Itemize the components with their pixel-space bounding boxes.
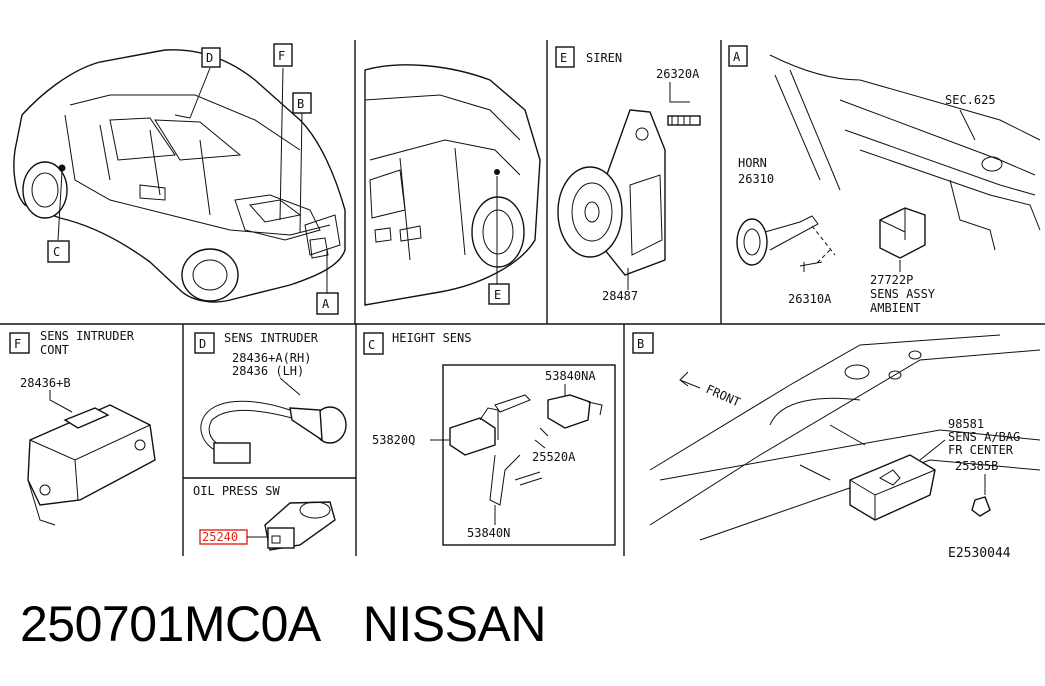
intruder-control-unit [27,404,156,506]
panel-d-letter-box [194,332,215,354]
panel-oil-press-switch: OIL PRESS SW 25240 [193,484,336,551]
intruder-sensor-connector [213,442,251,464]
front-arrow-label: FRONT [704,382,743,409]
panel-intruder-control: F SENS INTRUDER CONT 28436+B [9,329,156,526]
svg-text:D: D [206,51,213,65]
svg-text:A: A [322,297,330,311]
overview-callout-b: B [292,92,312,114]
intruder-control-part: 28436+B [20,376,71,390]
svg-text:B: B [297,97,304,111]
height-sensor-part-2: 53820Q [372,433,415,447]
panel-f-letter-box [9,332,30,354]
overview-callout-f: F [273,43,293,67]
airbag-sensor-label-1: SENS A/BAG [948,430,1020,444]
svg-text:C: C [53,245,60,259]
height-sensor-part-3: 25520A [532,450,576,464]
ambient-sensor [879,207,926,259]
ambient-sensor-label-1: SENS ASSY [870,287,936,301]
oil-press-part: 25240 [202,530,238,544]
panel-f-title-2: CONT [40,343,69,357]
panel-horn: A SEC.625 HORN 26310 26310A 27722P SENS … [728,45,1041,315]
panel-siren: E SIREN 26320A 28487 [555,46,701,303]
panel-c-letter: C [368,338,375,352]
oil-press-title: OIL PRESS SW [193,484,280,498]
figure-code: E2530044 [948,546,1011,560]
overview-callout-a: A [316,292,339,315]
intruder-sensor-part-rh: 28436+A(RH) [232,351,311,365]
panel-e-letter: E [560,51,567,65]
airbag-nut-part: 25385B [955,459,998,473]
panel-height-sensor: C HEIGHT SENS 53840NA 53820Q 25520A 5384… [363,331,616,546]
brand-name: NISSAN [362,596,547,652]
panel-f-letter: F [14,337,21,351]
siren-part: 28487 [602,289,638,303]
sec-label: SEC.625 [945,93,996,107]
part-number: 250701MC0A [20,596,321,652]
horn-part: 26310 [738,172,774,186]
panel-e-title: SIREN [586,51,622,65]
part-caption: 250701MC0A NISSAN [20,595,546,653]
side-callout-e: E [488,283,510,305]
parts-diagram: D F B C A E E SIREN 26320A [0,40,1045,560]
horn [736,218,768,266]
airbag-sensor-part: 98581 [948,417,984,431]
height-sensor-part-1: 53840NA [545,369,596,383]
panel-a-letter-box [728,45,748,67]
svg-text:E: E [494,288,501,302]
vehicle-side-drawing [364,64,541,306]
panel-airbag-sensor: B FRONT 98581 SENS A/BAG FR CENTER 25385… [632,332,1041,541]
overview-callout-d: D [201,47,221,68]
panel-intruder-sensor: D SENS INTRUDER 28436+A(RH) 28436 (LH) [194,331,347,464]
ambient-sensor-part: 27722P [870,273,913,287]
ambient-sensor-label-2: AMBIENT [870,301,921,315]
panel-a-letter: A [733,50,741,64]
panel-grid [0,40,1045,556]
panel-b-letter-box [632,332,654,354]
panel-b-letter: B [637,337,644,351]
panel-d-title: SENS INTRUDER [224,331,319,345]
height-sensor-part-4: 53840N [467,526,510,540]
airbag-sensor-label-2: FR CENTER [948,443,1014,457]
horn-bolt-part: 26310A [788,292,832,306]
vehicle-overview-drawing [13,49,346,303]
panel-c-title: HEIGHT SENS [392,331,471,345]
panel-d-letter: D [199,337,206,351]
intruder-sensor-part-lh: 28436 (LH) [232,364,304,378]
overview-callout-c: C [47,240,70,263]
panel-c-letter-box [363,332,384,355]
panel-f-title-1: SENS INTRUDER [40,329,135,343]
panel-e-letter-box [555,46,575,68]
siren-bolt-part: 26320A [656,67,700,81]
horn-label: HORN [738,156,767,170]
svg-text:F: F [278,49,285,63]
